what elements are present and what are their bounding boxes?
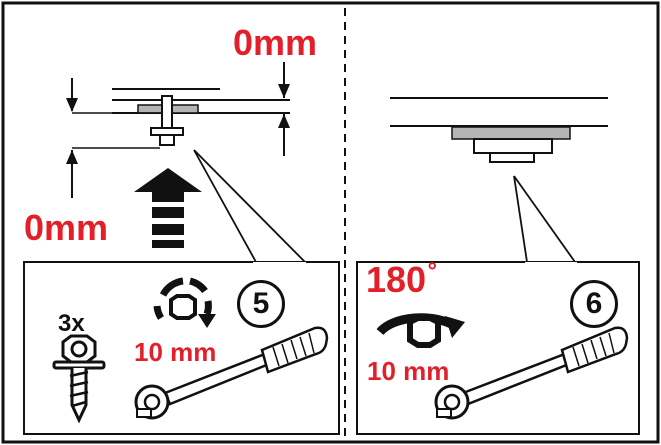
push-up-arrow-icon xyxy=(134,168,202,248)
gap-bottom-label: 0mm xyxy=(24,207,109,248)
tool-size-label: 10 mm xyxy=(367,356,450,386)
ratchet-wrench-icon xyxy=(434,326,629,420)
step-number-badge: 6 xyxy=(570,280,618,328)
right-assembly-drawing xyxy=(390,97,608,163)
degree-symbol: ˚ xyxy=(428,260,438,293)
tool-size-label: 10 mm xyxy=(134,337,217,367)
step-number-badge: 5 xyxy=(237,280,285,328)
gap-top-label: 0mm xyxy=(233,22,318,63)
quantity-label: 3x xyxy=(58,310,85,337)
rotation-angle-label: 180 xyxy=(366,259,427,300)
rotate-tighten-icon xyxy=(153,277,216,328)
left-assembly-drawing xyxy=(66,62,290,198)
ratchet-wrench-icon xyxy=(134,326,329,420)
screw-icon xyxy=(52,334,106,424)
rotate-180-icon xyxy=(376,313,465,348)
